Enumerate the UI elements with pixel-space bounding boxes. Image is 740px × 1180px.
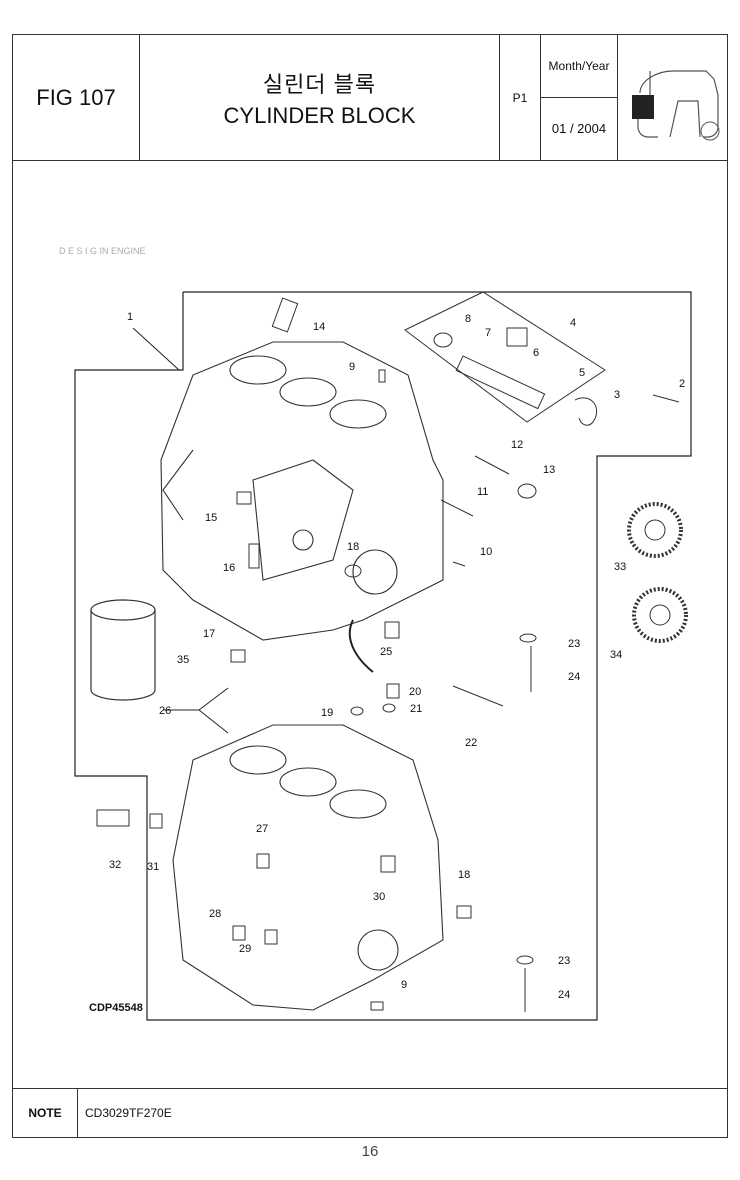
callout-11: 11: [477, 486, 488, 498]
callout-3: 3: [614, 389, 620, 401]
callout-16: 16: [223, 562, 235, 574]
callout-7: 7: [485, 327, 491, 339]
callout-26: 26: [159, 705, 171, 717]
figure-number: FIG 107: [13, 35, 140, 160]
note-value: CD3029TF270E: [85, 1106, 172, 1120]
callout-15: 15: [205, 512, 217, 524]
svg-text:D E S I G IN ENGINE: D E S I G IN ENGINE: [59, 246, 146, 256]
callout-12: 12: [511, 439, 523, 451]
oil-filter: [90, 599, 156, 701]
callout-17: 17: [203, 628, 215, 640]
month-year-box: Month/Year 01 / 2004: [541, 35, 618, 160]
figure-title: 실린더 블록 CYLINDER BLOCK: [140, 35, 500, 160]
tractor-icon: [632, 70, 720, 141]
callout-14: 14: [313, 321, 325, 333]
callout-6: 6: [533, 347, 539, 359]
callout-31: 31: [147, 861, 159, 873]
callout-labels: 1 2 3 4 5 6 7 8 9 10 11 12 13 14 15 16 1…: [109, 311, 685, 1001]
callout-24: 24: [568, 671, 580, 683]
callout-30: 30: [373, 891, 385, 903]
callout-13: 13: [543, 464, 555, 476]
month-year-label: Month/Year: [541, 35, 617, 98]
header-bar: FIG 107 실린더 블록 CYLINDER BLOCK P1 Month/Y…: [13, 35, 727, 161]
callout-27: 27: [256, 823, 268, 835]
callout-23: 23: [568, 638, 580, 650]
gear-34: [632, 587, 688, 643]
callout-24-lower: 24: [558, 989, 570, 1001]
callout-10: 10: [480, 546, 492, 558]
month-year-value: 01 / 2004: [551, 121, 607, 136]
callout-9-lower: 9: [401, 979, 407, 991]
camshaft-kit: [404, 291, 606, 423]
callout-1: 1: [127, 311, 133, 323]
callout-19: 19: [321, 707, 333, 719]
small-parts: [96, 297, 680, 1012]
callout-33: 33: [614, 561, 626, 573]
callout-23-lower: 23: [558, 955, 570, 967]
note-bar: NOTE CD3029TF270E: [13, 1088, 727, 1137]
exploded-parts-diagram: D E S I G IN ENGINE: [13, 160, 727, 1089]
drawing-code: CDP45548: [89, 1002, 143, 1014]
leader-lines: [132, 327, 374, 734]
upper-cylinder-block: [160, 341, 444, 641]
cylinder-block-drawing: D E S I G IN ENGINE: [59, 246, 692, 1021]
note-label: NOTE: [13, 1089, 78, 1137]
callout-5: 5: [579, 367, 585, 379]
title-korean: 실린더 블록: [262, 71, 377, 97]
callout-8: 8: [465, 313, 471, 325]
lower-cylinder-block: [172, 724, 444, 1011]
callout-35: 35: [177, 654, 189, 666]
callout-2: 2: [679, 378, 685, 390]
gear-33: [627, 502, 683, 558]
callout-34: 34: [610, 649, 622, 661]
callout-22: 22: [465, 737, 477, 749]
callout-29: 29: [239, 943, 251, 955]
callout-18-lower: 18: [458, 869, 470, 881]
callout-25: 25: [380, 646, 392, 658]
title-english: CYLINDER BLOCK: [223, 102, 416, 128]
callout-18: 18: [347, 541, 359, 553]
page-number: 16: [361, 1143, 379, 1160]
group-outline: [74, 291, 692, 1021]
tractor-logo: [618, 35, 729, 160]
callout-9: 9: [349, 361, 355, 373]
callout-21: 21: [410, 703, 422, 715]
callout-4: 4: [570, 317, 576, 329]
page-indicator: P1: [500, 35, 541, 160]
callout-20: 20: [409, 686, 421, 698]
callout-28: 28: [209, 908, 221, 920]
callout-32: 32: [109, 859, 121, 871]
document-frame: FIG 107 실린더 블록 CYLINDER BLOCK P1 Month/Y…: [12, 34, 728, 1138]
